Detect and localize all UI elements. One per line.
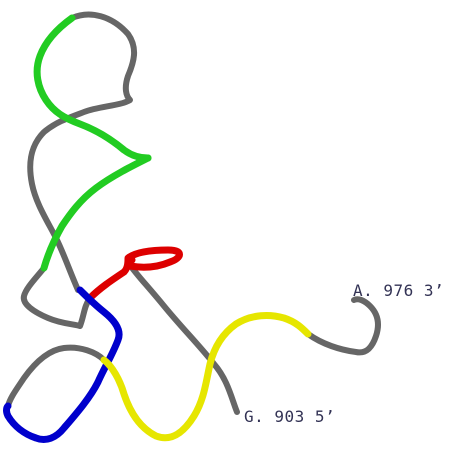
label-3prime-end: A. 976 3’: [353, 281, 444, 300]
green-strand-upper: [33, 14, 152, 162]
segment-green: [33, 14, 152, 272]
red-strand: [86, 246, 183, 302]
segment-yellow: [100, 312, 312, 442]
backbone-3prime-tail: [305, 296, 381, 356]
segment-red: [86, 246, 183, 302]
yellow-strand: [100, 312, 312, 442]
backbone-left-loop: [20, 265, 93, 329]
backbone-lower-left-loop: [5, 344, 107, 409]
label-5prime-end: G. 903 5’: [244, 407, 335, 426]
backbone-5prime-strand: [125, 259, 240, 415]
blue-strand: [3, 286, 123, 444]
backbone-top-loop: [27, 11, 137, 293]
segment-blue: [3, 286, 123, 444]
green-strand-lower: [40, 154, 152, 272]
backbone-gray-segments: [5, 11, 381, 415]
